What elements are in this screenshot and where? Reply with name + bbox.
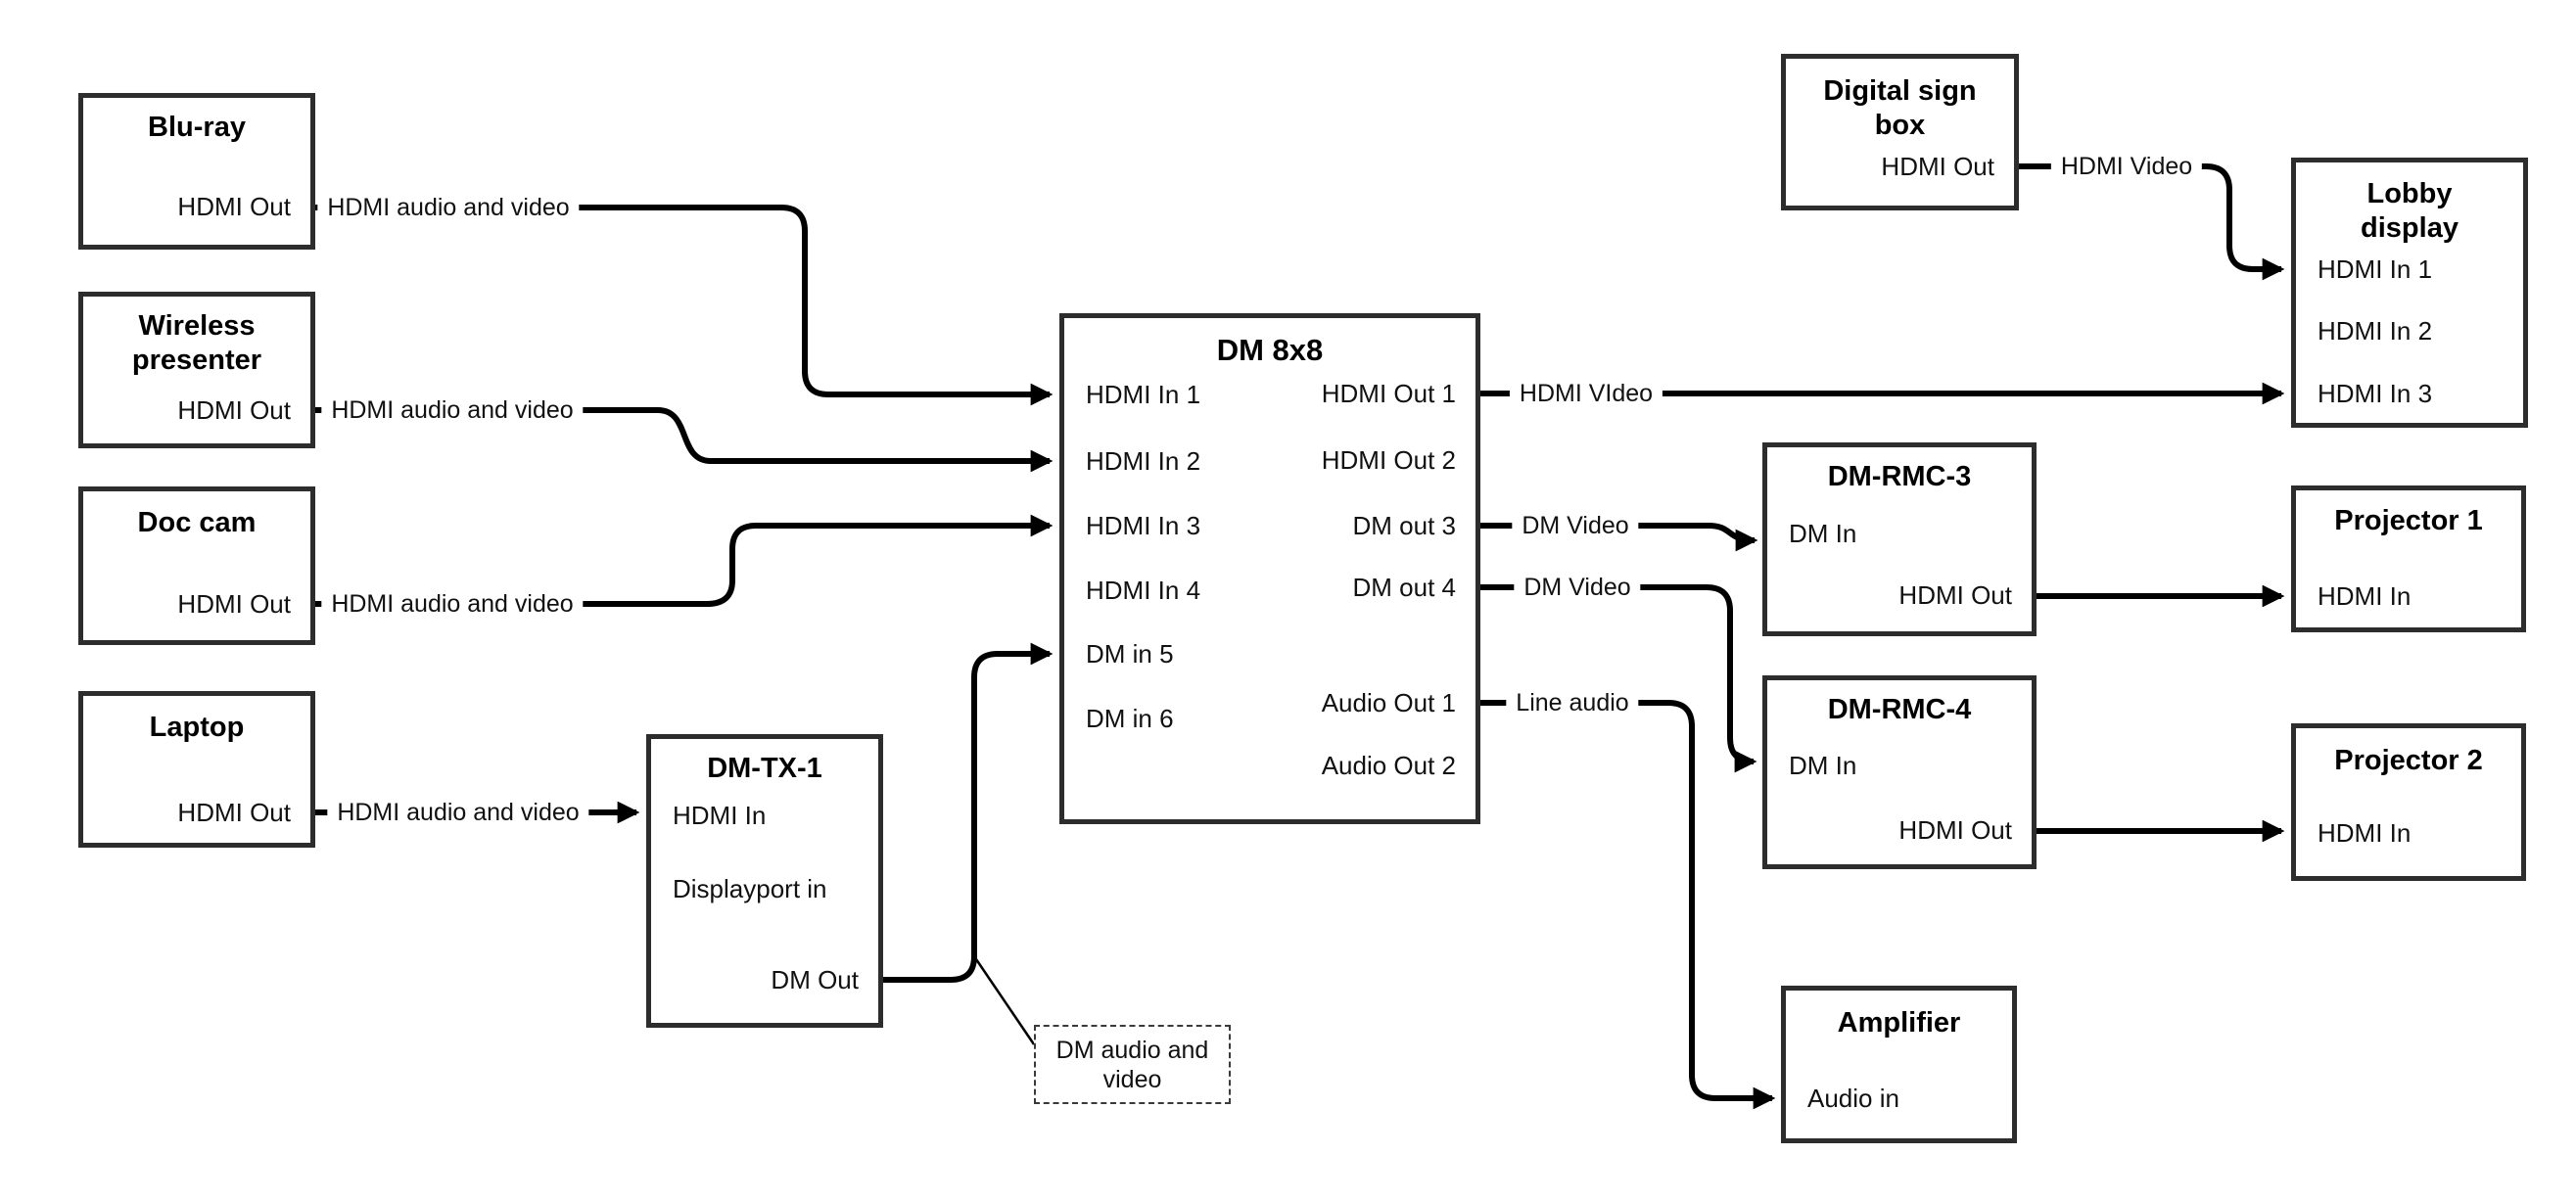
port-audio-in: Audio in	[1807, 1084, 1899, 1113]
port-dm-out-4: DM out 4	[1352, 573, 1457, 602]
node-lobby-display: Lobby display HDMI In 1 HDMI In 2 HDMI I…	[2291, 158, 2528, 428]
edge-label-hdmi-video-out1: HDMI VIdeo	[1509, 379, 1663, 408]
port-hdmi-in: HDMI In	[2318, 818, 2412, 848]
node-title: Blu-ray	[148, 112, 246, 143]
port-hdmi-in: HDMI In	[673, 801, 767, 830]
node-title: DM 8x8	[1216, 333, 1324, 367]
node-title: Digital sign box	[1823, 75, 1977, 141]
annotation-text: DM audio and video	[1055, 1036, 1209, 1093]
port-hdmi-in-2: HDMI In 2	[1086, 446, 1201, 476]
node-wireless-presenter: Wireless presenter HDMI Out	[78, 292, 315, 448]
node-blu-ray: Blu-ray HDMI Out	[78, 93, 315, 250]
edge-label-hdmi-audio-video-doccam: HDMI audio and video	[321, 589, 584, 619]
port-dm-out-3: DM out 3	[1352, 511, 1457, 540]
node-title: Projector 1	[2334, 505, 2483, 536]
edge-label-hdmi-audio-video-wireless: HDMI audio and video	[321, 395, 584, 425]
node-doc-cam: Doc cam HDMI Out	[78, 486, 315, 645]
port-dm-in-6: DM in 6	[1086, 704, 1174, 733]
edge-label-line-audio: Line audio	[1506, 688, 1639, 717]
port-hdmi-out: HDMI Out	[1898, 580, 2012, 610]
node-dm-rmc-3: DM-RMC-3 DM In HDMI Out	[1762, 442, 2037, 636]
port-audio-out-2: Audio Out 2	[1321, 751, 1456, 780]
port-dm-in-5: DM in 5	[1086, 639, 1174, 669]
node-title: Laptop	[149, 712, 245, 743]
edge-bluray-to-dm8x8-in1	[315, 205, 1054, 406]
port-hdmi-out: HDMI Out	[1898, 815, 2012, 845]
node-title: DM-TX-1	[707, 753, 822, 784]
edge-signbox-to-lobby-in1	[2019, 163, 2285, 281]
edge-doccam-to-dm8x8-in3	[315, 514, 1054, 607]
node-digital-sign-box: Digital sign box HDMI Out	[1781, 54, 2019, 210]
edge-label-hdmi-audio-video-bluray: HDMI audio and video	[317, 193, 580, 222]
node-dm-rmc-4: DM-RMC-4 DM In HDMI Out	[1762, 675, 2037, 869]
edge-label-hdmi-video-signbox: HDMI Video	[2050, 152, 2203, 181]
node-laptop: Laptop HDMI Out	[78, 691, 315, 848]
port-dm-in: DM In	[1789, 519, 1857, 548]
node-dm-8x8: DM 8x8 HDMI In 1 HDMI In 2 HDMI In 3 HDM…	[1059, 313, 1480, 824]
node-dm-tx-1: DM-TX-1 HDMI In Displayport in DM Out	[646, 734, 883, 1028]
port-hdmi-out-1: HDMI Out 1	[1321, 379, 1456, 408]
node-projector-1: Projector 1 HDMI In	[2291, 485, 2526, 632]
annotation-dm-audio-and-video: DM audio and video	[1034, 1025, 1231, 1104]
edge-dm8x8-out3-to-rmc3	[1480, 523, 1758, 552]
port-audio-out-1: Audio Out 1	[1321, 688, 1456, 717]
node-projector-2: Projector 2 HDMI In	[2291, 723, 2526, 881]
port-hdmi-out-2: HDMI Out 2	[1321, 445, 1456, 475]
node-title: Doc cam	[137, 507, 257, 538]
port-hdmi-in: HDMI In	[2318, 581, 2412, 611]
port-hdmi-in-1: HDMI In 1	[1086, 380, 1201, 409]
edge-dm8x8-out4-to-rmc4	[1480, 584, 1757, 773]
port-displayport-in: Displayport in	[673, 874, 827, 903]
edge-wireless-to-dm8x8-in2	[315, 407, 1054, 473]
node-title: DM-RMC-3	[1827, 461, 1972, 492]
edge-label-hdmi-audio-video-laptop: HDMI audio and video	[327, 798, 589, 827]
edge-label-dm-video-out3: DM Video	[1512, 511, 1639, 540]
port-hdmi-in-3: HDMI In 3	[2318, 379, 2433, 408]
node-title: Projector 2	[2334, 745, 2483, 776]
port-dm-out: DM Out	[771, 965, 859, 994]
port-hdmi-in-2: HDMI In 2	[2318, 316, 2433, 346]
edge-dm8x8-audio1-to-amplifier	[1480, 700, 1776, 1110]
port-hdmi-in-3: HDMI In 3	[1086, 511, 1201, 540]
port-hdmi-out: HDMI Out	[177, 192, 291, 221]
port-hdmi-out: HDMI Out	[177, 798, 291, 827]
edge-dmtx1-to-dm8x8-in5	[883, 642, 1054, 983]
port-dm-in: DM In	[1789, 751, 1857, 780]
node-title: Lobby display	[2361, 178, 2459, 244]
node-title: Amplifier	[1837, 1007, 1961, 1039]
node-title: Wireless presenter	[131, 310, 262, 376]
node-amplifier: Amplifier Audio in	[1781, 986, 2017, 1143]
port-hdmi-out: HDMI Out	[177, 589, 291, 619]
edge-label-dm-video-out4: DM Video	[1514, 573, 1641, 602]
port-hdmi-in-4: HDMI In 4	[1086, 576, 1201, 605]
port-hdmi-in-1: HDMI In 1	[2318, 254, 2433, 284]
node-title: DM-RMC-4	[1827, 694, 1972, 725]
port-hdmi-out: HDMI Out	[1881, 152, 1994, 181]
port-hdmi-out: HDMI Out	[177, 395, 291, 425]
annotation-leader-line	[974, 958, 1036, 1045]
